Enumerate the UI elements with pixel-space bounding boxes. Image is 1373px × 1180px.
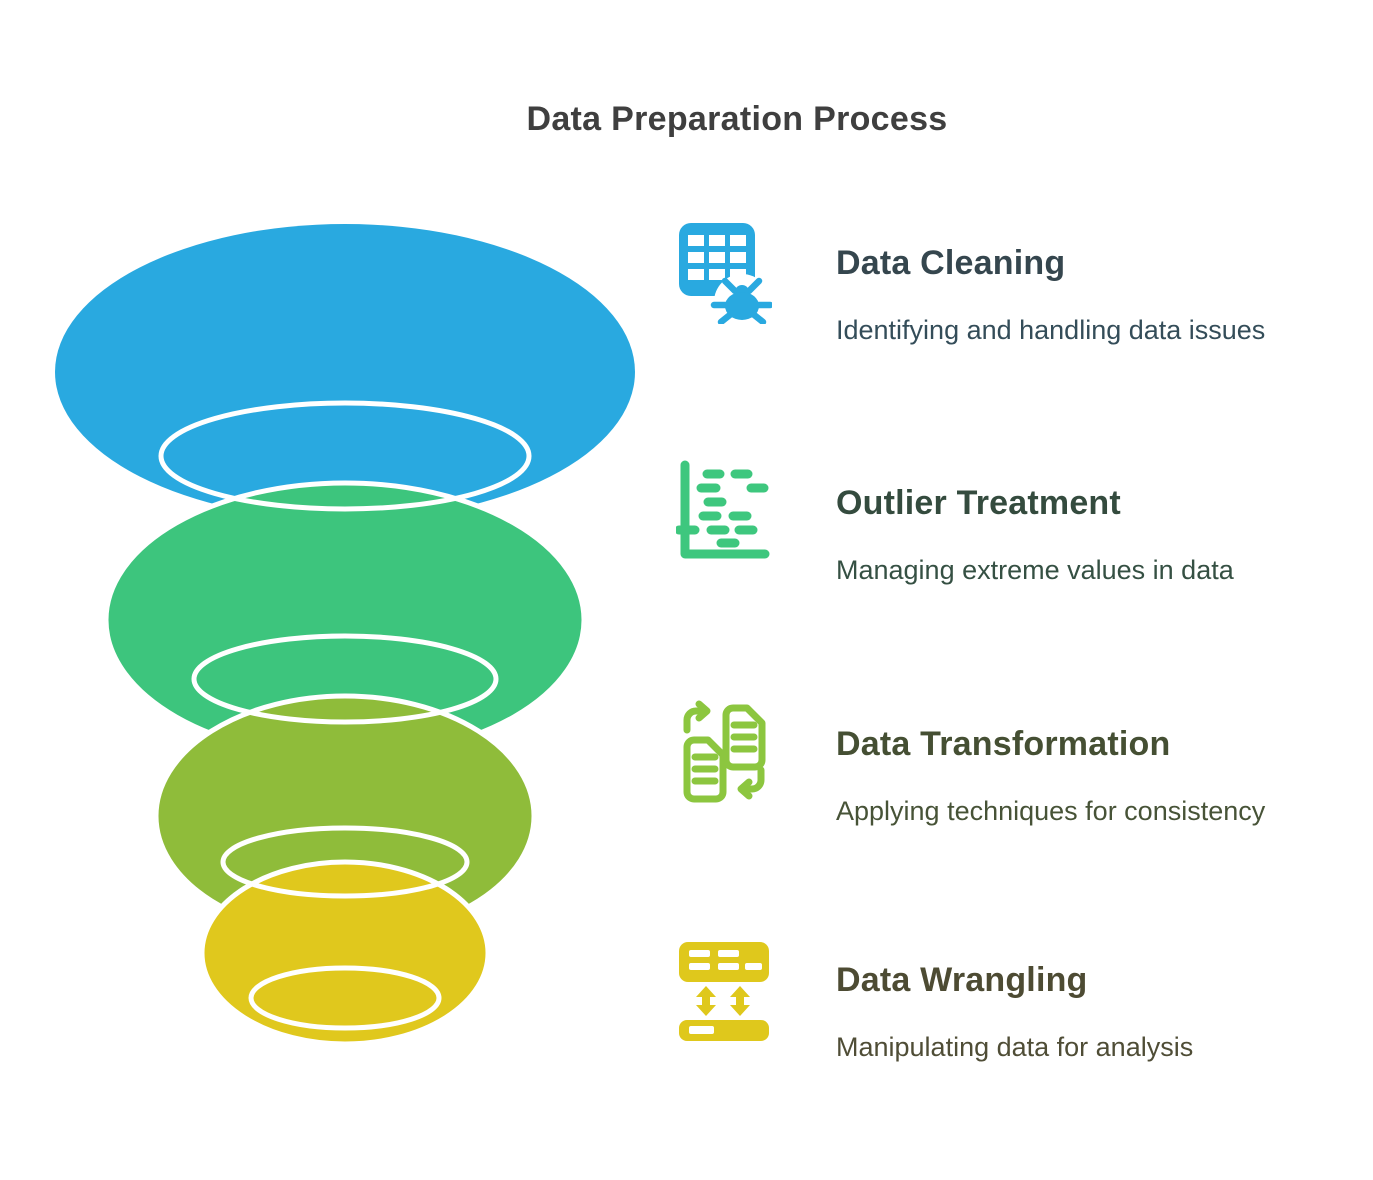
step-title: Data Cleaning — [836, 244, 1066, 282]
step-title: Outlier Treatment — [836, 484, 1121, 522]
step-data-wrangling: Data Wrangling Manipulating data for ana… — [660, 935, 1365, 1125]
step-title: Data Transformation — [836, 725, 1171, 763]
step-outlier-treatment: Outlier Treatment Managing extreme value… — [660, 458, 1365, 648]
step-data-transformation: Data Transformation Applying techniques … — [660, 699, 1365, 889]
funnel-ring-1 — [158, 400, 532, 512]
funnel-layer-1 — [55, 224, 635, 520]
outlier-chart-icon — [676, 458, 772, 564]
step-description: Managing extreme values in data — [836, 555, 1234, 585]
table-bug-icon — [676, 218, 772, 324]
step-title: Data Wrangling — [836, 961, 1088, 999]
document-sync-icon — [676, 699, 772, 805]
funnel-ring-2 — [191, 633, 499, 725]
page-title: Data Preparation Process — [526, 100, 948, 138]
step-description: Identifying and handling data issues — [836, 315, 1266, 345]
step-description: Manipulating data for analysis — [836, 1032, 1194, 1062]
funnel-layer-4 — [199, 859, 491, 1047]
funnel-diagram — [55, 224, 635, 1047]
funnel-ring-3 — [220, 825, 470, 899]
step-description: Applying techniques for consistency — [836, 796, 1266, 826]
funnel-ring-4 — [248, 965, 442, 1031]
step-data-cleaning: Data Cleaning Identifying and handling d… — [660, 218, 1365, 408]
server-sort-icon — [676, 935, 772, 1041]
